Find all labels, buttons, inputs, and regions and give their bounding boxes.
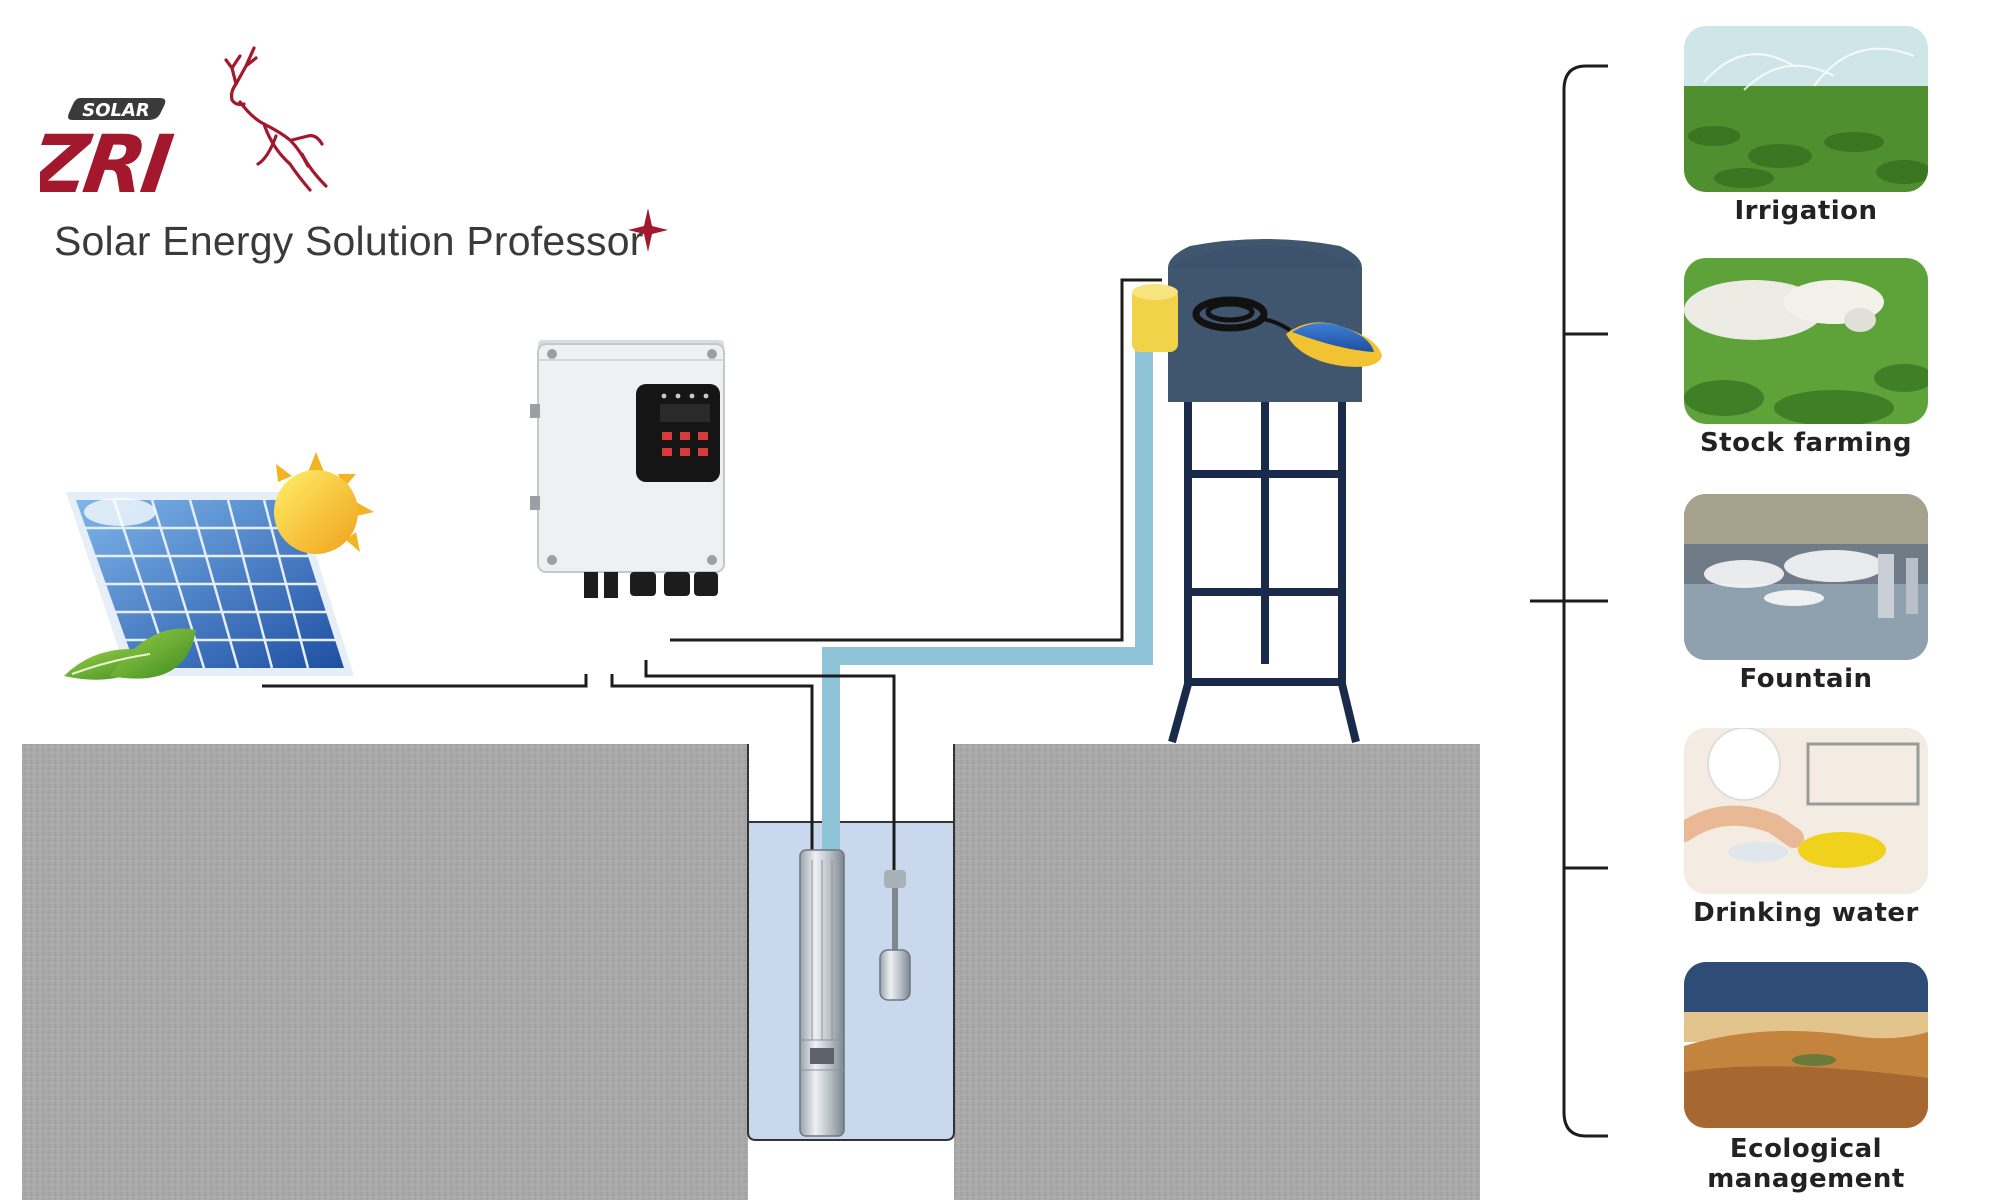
water-pipe <box>822 346 1153 860</box>
application-label-stock-farming: Stock farming <box>1699 428 1913 458</box>
pump-controller-icon <box>530 340 725 598</box>
application-label-ecological-management: Ecological management <box>1707 1134 1905 1194</box>
application-label-drinking-water: Drinking water <box>1693 898 1919 928</box>
ground-left <box>22 744 748 1200</box>
application-label-fountain: Fountain <box>1739 664 1873 694</box>
well-water <box>747 821 955 1141</box>
tower-stand <box>1168 402 1360 744</box>
brand-logotype: ZRI <box>40 117 178 210</box>
cables <box>262 278 1162 870</box>
dishwashing-photo <box>1684 728 1928 894</box>
desert-photo <box>1684 962 1928 1128</box>
ground-right <box>954 744 1480 1200</box>
application-label-irrigation: Irrigation <box>1734 196 1878 226</box>
brand-badge: SOLAR <box>82 100 150 121</box>
star-icon <box>628 208 668 252</box>
water-level-sensor-icon <box>879 870 911 1001</box>
sheep-photo <box>1684 258 1928 424</box>
float-switch-icon <box>1132 284 1382 367</box>
application-bracket <box>1530 64 1608 1138</box>
solar-panel-icon <box>66 492 354 676</box>
fountain-photo <box>1684 494 1928 660</box>
brand-tagline: Solar Energy Solution Professor <box>54 218 644 264</box>
leaf-icon <box>64 628 196 680</box>
sun-icon <box>274 452 374 554</box>
deer-icon <box>224 46 328 192</box>
submersible-pump-icon <box>799 849 845 1137</box>
brand-logo: SOLAR ZRI <box>40 46 328 210</box>
irrigation-photo <box>1684 26 1928 192</box>
